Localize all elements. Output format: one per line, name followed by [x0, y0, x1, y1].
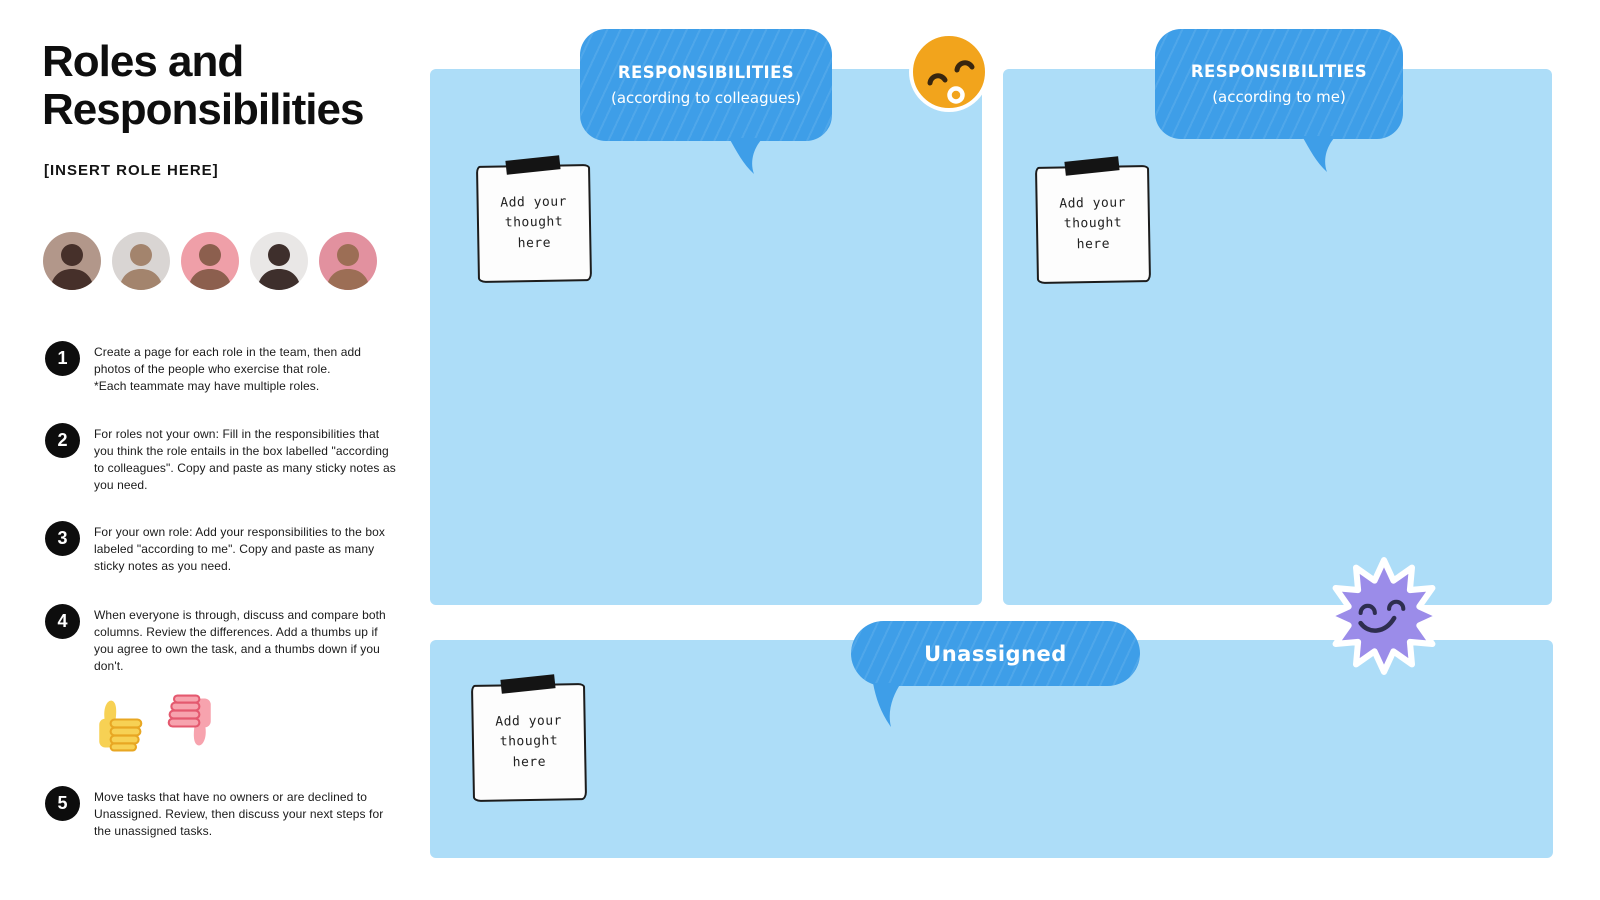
- step-5-number-badge: 5: [45, 786, 80, 821]
- avatar-1[interactable]: [43, 232, 101, 290]
- bubble-unassigned-heading: Unassigned: [924, 641, 1067, 666]
- page-title-line2: Responsibilities: [42, 84, 364, 134]
- avatar-2[interactable]: [112, 232, 170, 290]
- instruction-step-1: 1 Create a page for each role in the tea…: [45, 341, 397, 395]
- reaction-stickers: [94, 694, 216, 752]
- bubble-responsibilities-colleagues[interactable]: RESPONSIBILITIES (according to colleague…: [580, 29, 832, 141]
- thumbs-up-icon[interactable]: [94, 694, 150, 752]
- instruction-step-2: 2 For roles not your own: Fill in the re…: [45, 423, 397, 494]
- person-silhouette-icon: [257, 244, 301, 290]
- person-silhouette-icon: [326, 244, 370, 290]
- step-2-text: For roles not your own: Fill in the resp…: [94, 427, 396, 493]
- instruction-step-4: 4 When everyone is through, discuss and …: [45, 604, 397, 675]
- insert-role-placeholder[interactable]: [INSERT ROLE HERE]: [44, 162, 219, 179]
- bubble-unassigned[interactable]: Unassigned: [851, 621, 1140, 686]
- person-silhouette-icon: [119, 244, 163, 290]
- panel-responsibilities-me: [1003, 69, 1552, 605]
- step-1-number-badge: 1: [45, 341, 80, 376]
- bubble-me-heading: RESPONSIBILITIES: [1190, 62, 1368, 81]
- panel-responsibilities-colleagues: [430, 69, 982, 605]
- page-title-line1: Roles and: [42, 37, 244, 86]
- sticky-note-text[interactable]: Add your thought here: [1059, 195, 1127, 252]
- bubble-colleagues-subheading: (according to colleagues): [610, 89, 802, 107]
- bubble-me-tail: [1302, 136, 1336, 172]
- step-1-text: Create a page for each role in the team,…: [94, 345, 362, 394]
- step-2-number-badge: 2: [45, 423, 80, 458]
- step-3-number-badge: 3: [45, 521, 80, 556]
- instruction-step-5: 5 Move tasks that have no owners or are …: [45, 786, 397, 840]
- bubble-me-subheading: (according to me): [1212, 88, 1346, 106]
- step-3-text: For your own role: Add your responsibili…: [94, 525, 385, 574]
- bubble-colleagues-tail: [729, 138, 763, 174]
- whistling-face-emoji-sticker[interactable]: [908, 31, 990, 113]
- sticky-note-me[interactable]: Add your thought here: [1034, 156, 1152, 284]
- sticky-note-colleagues[interactable]: Add your thought here: [475, 155, 593, 283]
- thumbs-down-icon[interactable]: [160, 694, 216, 752]
- avatar-3[interactable]: [181, 232, 239, 290]
- step-5-text: Move tasks that have no owners or are de…: [94, 790, 384, 839]
- sticky-note-unassigned[interactable]: Add your thought here: [470, 674, 588, 802]
- bubble-unassigned-tail: [873, 683, 901, 727]
- teammate-avatars: [43, 232, 377, 290]
- bubble-colleagues-heading: RESPONSIBILITIES: [617, 63, 795, 82]
- step-4-text: When everyone is through, discuss and co…: [94, 608, 386, 674]
- person-silhouette-icon: [188, 244, 232, 290]
- purple-starburst-smiley-sticker[interactable]: [1322, 554, 1446, 678]
- step-4-number-badge: 4: [45, 604, 80, 639]
- sticky-note-text[interactable]: Add your thought here: [500, 194, 568, 251]
- avatar-4[interactable]: [250, 232, 308, 290]
- starburst-smiley-icon: [1325, 557, 1443, 675]
- bubble-responsibilities-me[interactable]: RESPONSIBILITIES (according to me): [1155, 29, 1403, 139]
- instruction-step-3: 3 For your own role: Add your responsibi…: [45, 521, 397, 575]
- sticky-note-text[interactable]: Add your thought here: [495, 713, 563, 770]
- whistling-face-icon: [909, 32, 989, 112]
- person-silhouette-icon: [50, 244, 94, 290]
- avatar-5[interactable]: [319, 232, 377, 290]
